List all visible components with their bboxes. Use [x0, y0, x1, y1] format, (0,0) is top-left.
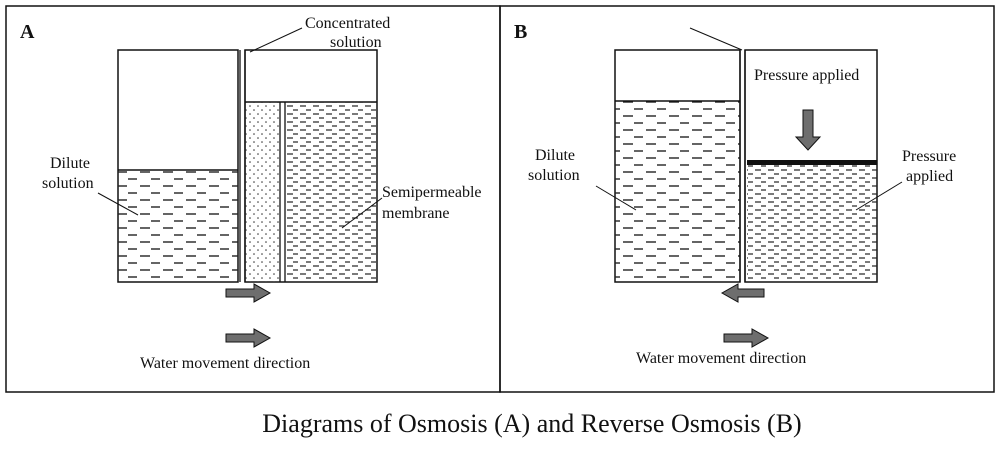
panel-a-dilute-leader [97, 192, 139, 216]
panel-b-pressure-right-label-1: Pressure [902, 148, 956, 165]
panel-a-concentrated-solute [245, 102, 280, 282]
panel-a-membrane-label-2: membrane [382, 205, 450, 222]
panel-b-piston [747, 160, 877, 165]
panel-a-letter: A [20, 21, 35, 43]
panel-a-legend-arrow-icon [225, 328, 272, 348]
panel-a: A Concentrated solution Dilute solution … [20, 15, 482, 372]
panel-a-concentrated-water [285, 102, 377, 282]
panel-b-pressure-top-label: Pressure applied [754, 67, 859, 84]
panel-b-frame [499, 5, 995, 393]
panel-a-dilute-label-1: Dilute [50, 155, 90, 172]
panel-b-dilute-label-2: solution [528, 167, 580, 184]
panel-a-concentrated-label-2: solution [330, 34, 382, 51]
panel-b-dilute-label-1: Dilute [535, 147, 575, 164]
panel-b-legend-arrow-icon [723, 328, 770, 348]
panel-b-direction-label: Water movement direction [636, 350, 806, 367]
panel-a-dilute-water [118, 170, 238, 282]
panel-b-letter: B [514, 21, 527, 43]
figure-caption: Diagrams of Osmosis (A) and Reverse Osmo… [262, 409, 801, 438]
panel-b-dilute-water [615, 101, 740, 282]
panel-b-pressure-right-leader [855, 181, 903, 211]
panel-b-dilute-leader [595, 185, 637, 211]
panel-a-flow-arrow-icon [225, 283, 272, 303]
panel-b-concentrated-water [747, 164, 877, 282]
panel-b-pressure-right-label-2: applied [906, 168, 953, 185]
panel-a-concentrated-label-1: Concentrated [305, 15, 390, 32]
panel-a-dilute-label-2: solution [42, 175, 94, 192]
panel-b-pressure-arrow-icon [794, 109, 822, 151]
panel-a-membrane-leader [341, 197, 383, 229]
panel-a-membrane-label-1: Semipermeable [382, 184, 482, 201]
panel-b-flow-arrow-icon [720, 283, 765, 303]
panel-a-concentrated-leader [249, 27, 303, 53]
panel-b-membrane-leader [689, 27, 743, 51]
panel-b: B Pressure applied Dilute solution Press… [514, 21, 956, 367]
panel-a-direction-label: Water movement direction [140, 355, 310, 372]
